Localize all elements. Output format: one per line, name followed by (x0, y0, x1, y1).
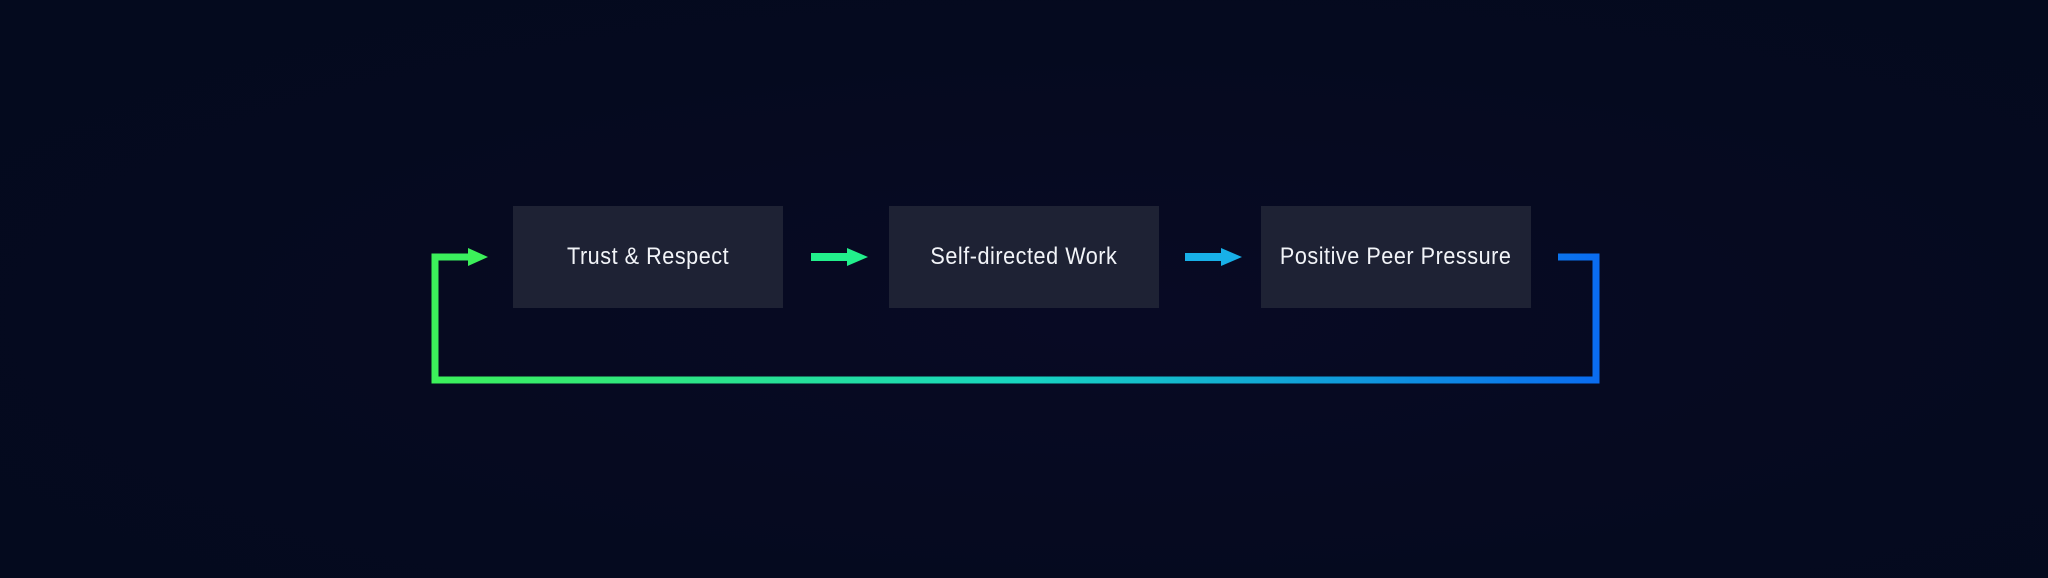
step-label: Positive Peer Pressure (1280, 243, 1512, 270)
step-trust-respect: Trust & Respect (513, 206, 783, 308)
step-label: Trust & Respect (566, 243, 730, 270)
step-positive-peer-pressure: Positive Peer Pressure (1261, 206, 1531, 308)
feedback-loop-line (431, 253, 1600, 384)
step-self-directed-work: Self-directed Work (889, 206, 1159, 308)
arrow-1-to-2-head (847, 248, 868, 266)
arrow-2-to-3-head (1221, 248, 1242, 266)
feedback-loop-arrowhead (468, 248, 488, 266)
step-label: Self-directed Work (930, 243, 1118, 270)
